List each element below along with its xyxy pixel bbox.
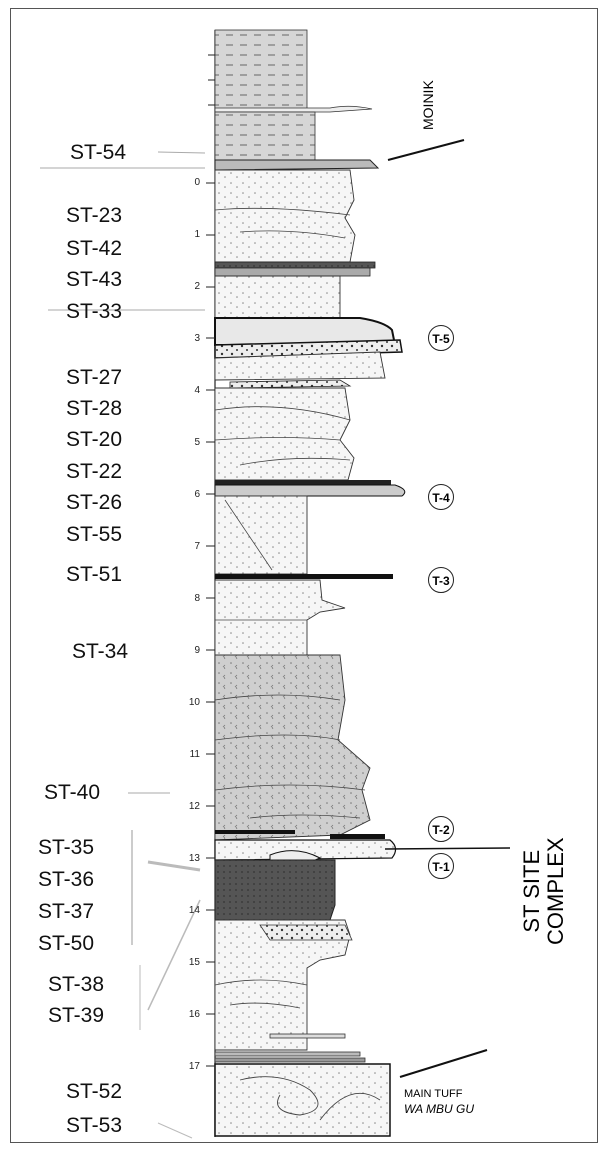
- sample-label: ST-33: [66, 300, 123, 323]
- moinik-contact-line: [387, 139, 465, 161]
- sample-label: ST-54: [70, 141, 127, 164]
- site-complex-line1: ST SITE: [519, 849, 544, 933]
- depth-tick-label: 14: [188, 905, 200, 916]
- depth-tick-label: 17: [188, 1061, 200, 1072]
- depth-tick-label: 12: [188, 801, 200, 812]
- sample-label: ST-51: [66, 563, 123, 586]
- tephra-marker: T-2: [428, 816, 454, 842]
- depth-tick-label: 0: [194, 177, 200, 188]
- depth-tick-label: 4: [194, 385, 200, 396]
- depth-tick-label: 2: [194, 281, 200, 292]
- sample-label: ST-37: [38, 900, 95, 923]
- tephra-marker: T-4: [428, 484, 454, 510]
- depth-tick-label: 6: [194, 489, 200, 500]
- figure-frame: [10, 8, 598, 1143]
- sample-label: ST-36: [38, 868, 95, 891]
- sample-label: ST-42: [66, 237, 123, 260]
- sample-label: ST-27: [66, 366, 123, 389]
- sample-label: ST-26: [66, 491, 123, 514]
- site-complex-line2: COMPLEX: [543, 837, 568, 945]
- sample-label: ST-34: [72, 640, 129, 663]
- moinik-label: MOINIK: [420, 80, 436, 130]
- depth-tick-label: 5: [194, 437, 200, 448]
- depth-tick-label: 9: [194, 645, 200, 656]
- sample-label: ST-55: [66, 523, 123, 546]
- sample-label: ST-20: [66, 428, 123, 451]
- depth-tick-label: 15: [188, 957, 200, 968]
- tephra-marker: T-1: [428, 853, 454, 879]
- main-tuff-subtitle: WA MBU GU: [404, 1102, 475, 1116]
- tephra-marker: T-5: [428, 325, 454, 351]
- sample-label: ST-50: [38, 932, 95, 955]
- sample-label: ST-22: [66, 460, 123, 483]
- sample-label: ST-40: [44, 781, 101, 804]
- sample-label: ST-23: [66, 204, 123, 227]
- main-tuff-label: MAIN TUFF WA MBU GU: [404, 1087, 474, 1117]
- sample-label: ST-35: [38, 836, 95, 859]
- depth-tick-label: 1: [194, 229, 200, 240]
- sample-label: ST-52: [66, 1080, 123, 1103]
- site-complex-label: ST SITE COMPLEX: [519, 837, 568, 945]
- depth-tick-label: 16: [188, 1009, 200, 1020]
- sample-label: ST-28: [66, 397, 123, 420]
- site-complex-line: [384, 847, 511, 850]
- sample-label: ST-43: [66, 268, 123, 291]
- depth-tick-label: 10: [188, 697, 200, 708]
- depth-tick-label: 7: [194, 541, 200, 552]
- depth-tick-label: 8: [194, 593, 200, 604]
- depth-tick-label: 11: [189, 749, 200, 760]
- depth-tick-label: 3: [194, 333, 200, 344]
- depth-tick-label: 13: [188, 853, 200, 864]
- tephra-marker: T-3: [428, 567, 454, 593]
- sample-label: ST-53: [66, 1114, 123, 1137]
- sample-label: ST-39: [48, 1004, 105, 1027]
- main-tuff-name: MAIN TUFF: [404, 1088, 463, 1100]
- sample-label: ST-38: [48, 973, 105, 996]
- main-tuff-contact-line: [399, 1049, 488, 1078]
